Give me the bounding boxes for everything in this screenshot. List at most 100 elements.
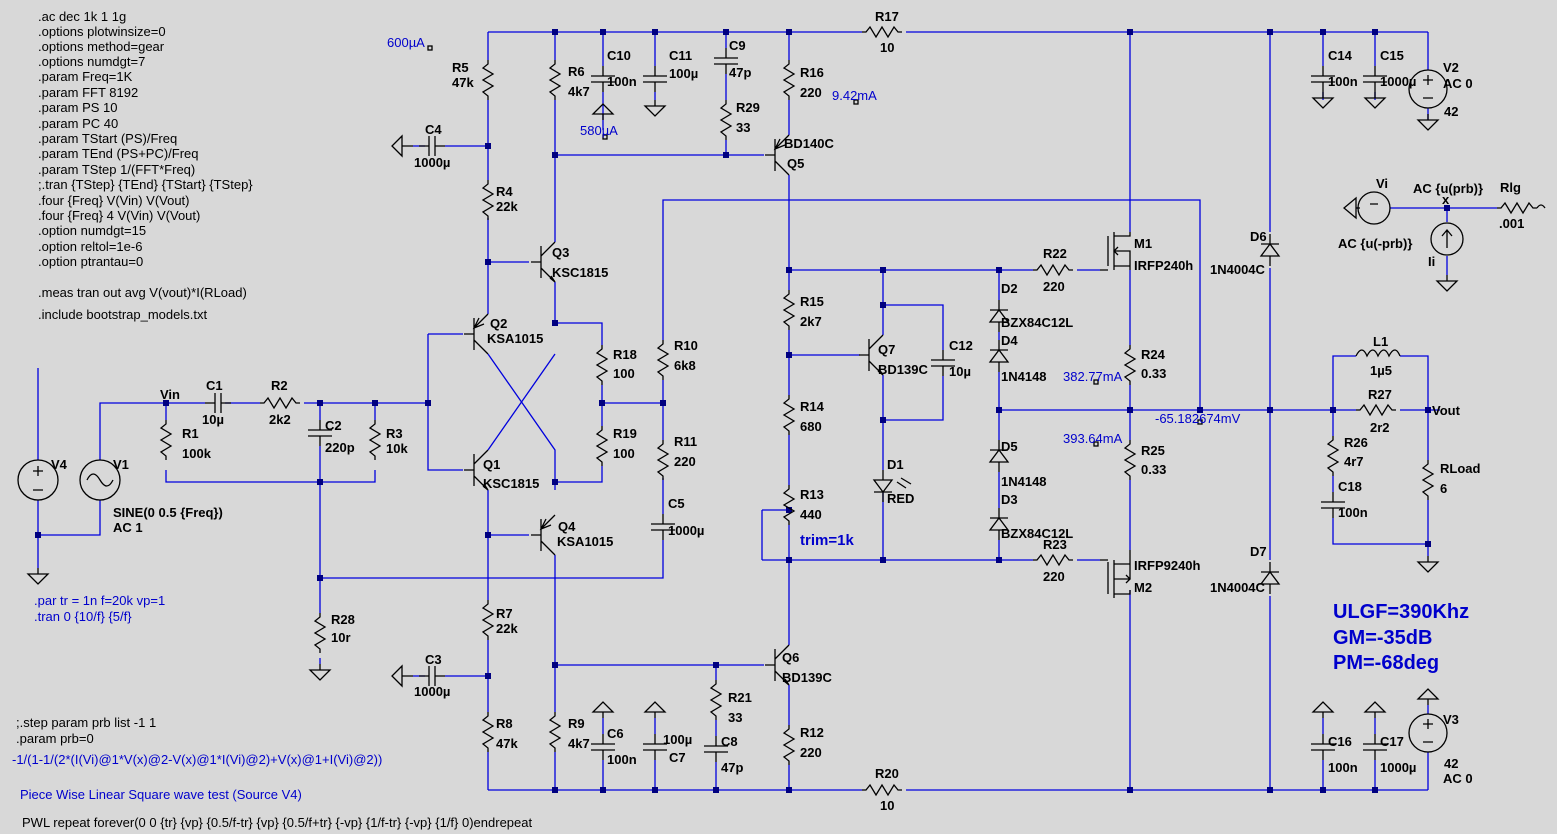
resistor-r10[interactable] xyxy=(657,339,669,381)
value-label: 220 xyxy=(1043,569,1065,584)
value-label: 42 xyxy=(1444,104,1458,119)
ground-symbol xyxy=(309,663,331,681)
directive-line[interactable]: .option ptrantau=0 xyxy=(38,254,143,269)
resistor-r25[interactable] xyxy=(1124,439,1136,481)
resistor-rload[interactable] xyxy=(1422,459,1434,501)
directive-line[interactable]: .param Freq=1K xyxy=(38,69,133,84)
directive-line[interactable]: .four {Freq} 4 V(Vin) V(Vout) xyxy=(38,208,200,223)
resistor-r23[interactable] xyxy=(1032,554,1074,566)
spice-directives[interactable]: .ac dec 1k 1 1g .options plotwinsize=0 .… xyxy=(12,9,532,830)
ref-label: C6 xyxy=(607,726,624,741)
resistor-r24[interactable] xyxy=(1124,344,1136,386)
ref-label: R15 xyxy=(800,294,824,309)
capacitor-c1[interactable] xyxy=(204,392,232,414)
directive-line[interactable]: .ac dec 1k 1 1g xyxy=(38,9,126,24)
value-label: 10r xyxy=(331,630,351,645)
source-v1[interactable] xyxy=(79,459,121,501)
resistor-r15[interactable] xyxy=(783,289,795,331)
include-directive[interactable]: .include bootstrap_models.txt xyxy=(38,307,207,322)
resistor-r1[interactable] xyxy=(160,419,172,461)
ref-label: R11 xyxy=(674,434,697,449)
directive-line[interactable]: .param TEnd (PS+PC)/Freq xyxy=(38,146,199,161)
resistor-r22[interactable] xyxy=(1032,264,1074,276)
ref-label: R2 xyxy=(271,378,288,393)
meas-directive[interactable]: .meas tran out avg V(vout)*I(RLoad) xyxy=(38,285,247,300)
capacitor-c3[interactable] xyxy=(418,665,446,687)
resistor-r8[interactable] xyxy=(482,711,494,753)
directive-line[interactable]: .options plotwinsize=0 xyxy=(38,24,166,39)
resistor-r2[interactable] xyxy=(259,397,301,409)
resistor-r13[interactable] xyxy=(783,484,795,526)
step-directive[interactable]: ;.step param prb list -1 1 xyxy=(16,715,156,730)
value-label: 47k xyxy=(496,736,518,751)
source-v3[interactable] xyxy=(1408,713,1448,753)
mosfet-m2[interactable] xyxy=(1100,550,1131,598)
resistor-r16[interactable] xyxy=(783,59,795,101)
ground-symbol xyxy=(27,567,49,585)
resistor-r7[interactable] xyxy=(482,599,494,641)
resistor-r4[interactable] xyxy=(482,179,494,221)
resistor-r21[interactable] xyxy=(710,679,722,721)
directive-line[interactable]: ;.tran {TStep} {TEnd} {TStart} {TStep} xyxy=(38,177,253,192)
resistor-r19[interactable] xyxy=(596,425,608,467)
resistor-r11[interactable] xyxy=(657,439,669,481)
tran-param-line[interactable]: .tran 0 {10/f} {5/f} xyxy=(34,609,132,624)
resistor-r20[interactable] xyxy=(861,784,903,796)
source-ii[interactable] xyxy=(1430,222,1464,256)
resistor-r26[interactable] xyxy=(1327,435,1339,477)
capacitor-c4[interactable] xyxy=(418,135,446,157)
ref-label: C17 xyxy=(1380,734,1404,749)
mosfet-m1[interactable] xyxy=(1100,232,1131,271)
value-label: 0.33 xyxy=(1141,366,1166,381)
ref-label: Ii xyxy=(1428,254,1435,269)
value-label: SINE(0 0.5 {Freq}) xyxy=(113,505,223,520)
resistor-r5[interactable] xyxy=(482,59,494,101)
directive-line[interactable]: .param PC 40 xyxy=(38,116,118,131)
value-label: 1N4148 xyxy=(1001,474,1047,489)
inductor-l1[interactable] xyxy=(1355,349,1401,358)
ref-label: Q7 xyxy=(878,342,895,357)
tran-param-line[interactable]: .par tr = 1n f=20k vp=1 xyxy=(34,593,165,608)
transistor-q2[interactable] xyxy=(463,313,489,355)
current-readout: 9.42mA xyxy=(832,88,877,103)
ref-label: R10 xyxy=(674,338,698,353)
directive-line[interactable]: .param TStep 1/(FFT*Freq) xyxy=(38,162,195,177)
components[interactable] xyxy=(17,26,1546,796)
source-vi[interactable] xyxy=(1356,191,1391,225)
resistor-r9[interactable] xyxy=(549,711,561,753)
resistor-r28[interactable] xyxy=(314,612,326,654)
directive-line[interactable]: .option reltol=1e-6 xyxy=(38,239,142,254)
value-label: 10 xyxy=(880,40,894,55)
ref-label: C11 xyxy=(669,48,692,63)
capacitor-c11[interactable] xyxy=(642,65,668,93)
source-v2[interactable] xyxy=(1408,69,1448,109)
param-directive[interactable]: .param prb=0 xyxy=(16,731,94,746)
value-label: 220 xyxy=(800,85,822,100)
resistor-r14[interactable] xyxy=(783,394,795,436)
pwl-directive[interactable]: PWL repeat forever(0 0 {tr} {vp} {0.5/f-… xyxy=(22,815,532,830)
directive-line[interactable]: .four {Freq} V(Vin) V(Vout) xyxy=(38,193,190,208)
directive-line[interactable]: .options numdgt=7 xyxy=(38,54,145,69)
part-labels: C1 10µ R2 2k2 R1 100k C2 220p R3 10k R28… xyxy=(182,9,1481,813)
directive-line[interactable]: .param PS 10 xyxy=(38,100,118,115)
value-label: 22k xyxy=(496,199,518,214)
directive-line[interactable]: .param FFT 8192 xyxy=(38,85,138,100)
resistor-r18[interactable] xyxy=(596,344,608,386)
transistor-q4[interactable] xyxy=(530,514,556,556)
directive-line[interactable]: .options method=gear xyxy=(38,39,165,54)
value-label: 42 xyxy=(1444,756,1458,771)
resistor-r3[interactable] xyxy=(369,419,381,461)
resistor-r17[interactable] xyxy=(861,26,903,38)
resistor-r29[interactable] xyxy=(720,99,732,141)
resistor-r6[interactable] xyxy=(549,59,561,101)
resistor-r12[interactable] xyxy=(783,724,795,766)
loop-gain-formula[interactable]: -1/(1-1/(2*(I(Vi)@1*V(x)@2-V(x)@1*I(Vi)@… xyxy=(12,752,382,767)
directive-line[interactable]: .param TStart (PS)/Freq xyxy=(38,131,177,146)
resistor-r27[interactable] xyxy=(1355,404,1397,416)
value-label: 1000µ xyxy=(414,684,450,699)
source-v4[interactable] xyxy=(17,459,59,501)
directive-line[interactable]: .option numdgt=15 xyxy=(38,223,146,238)
resistor-rlg[interactable] xyxy=(1496,202,1538,214)
ref-label: R3 xyxy=(386,426,403,441)
